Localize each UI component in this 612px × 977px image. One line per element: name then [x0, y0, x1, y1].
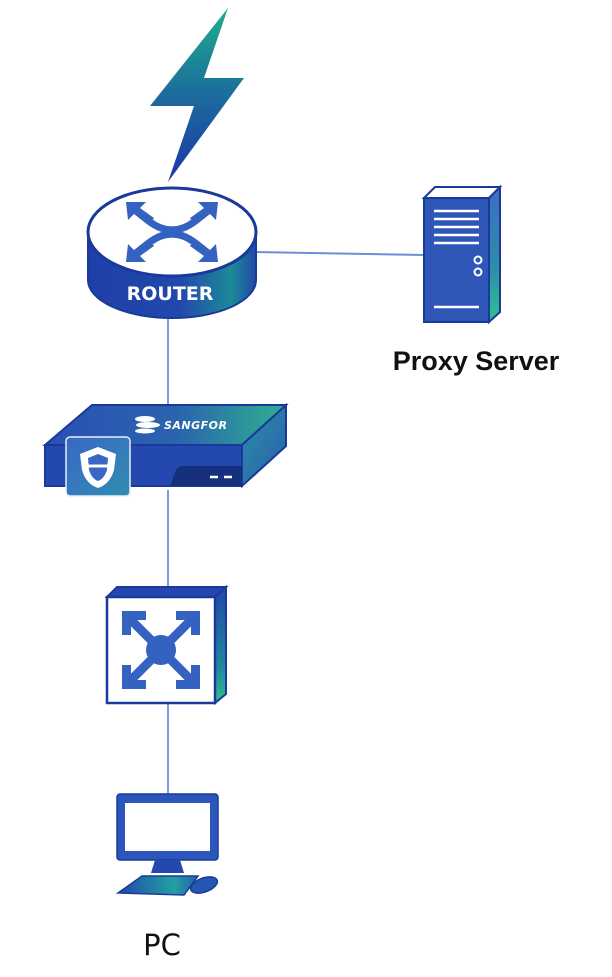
router-label: ROUTER [127, 283, 214, 305]
proxy-server-label: Proxy Server [393, 346, 560, 376]
link-router-proxy [251, 251, 426, 256]
server-icon [421, 184, 503, 325]
sangfor-logo-icon [135, 416, 160, 434]
switch-node[interactable] [104, 584, 229, 706]
router-node[interactable]: ROUTER [86, 186, 258, 319]
pc-node[interactable]: PC [115, 793, 220, 962]
lightning-bolt-icon [150, 8, 244, 182]
proxy-server-node[interactable]: Proxy Server [393, 184, 560, 376]
pc-label: PC [143, 928, 181, 962]
shield-badge-icon [65, 436, 131, 497]
router-icon [86, 186, 258, 319]
links [167, 251, 426, 794]
switch-icon [104, 584, 229, 706]
pc-icon [115, 793, 219, 896]
brand-label: SANGFOR [164, 419, 228, 432]
firewall-appliance-icon: SANGFOR [42, 402, 289, 497]
internet-node[interactable] [150, 8, 244, 182]
firewall-node[interactable]: SANGFOR [42, 402, 289, 497]
